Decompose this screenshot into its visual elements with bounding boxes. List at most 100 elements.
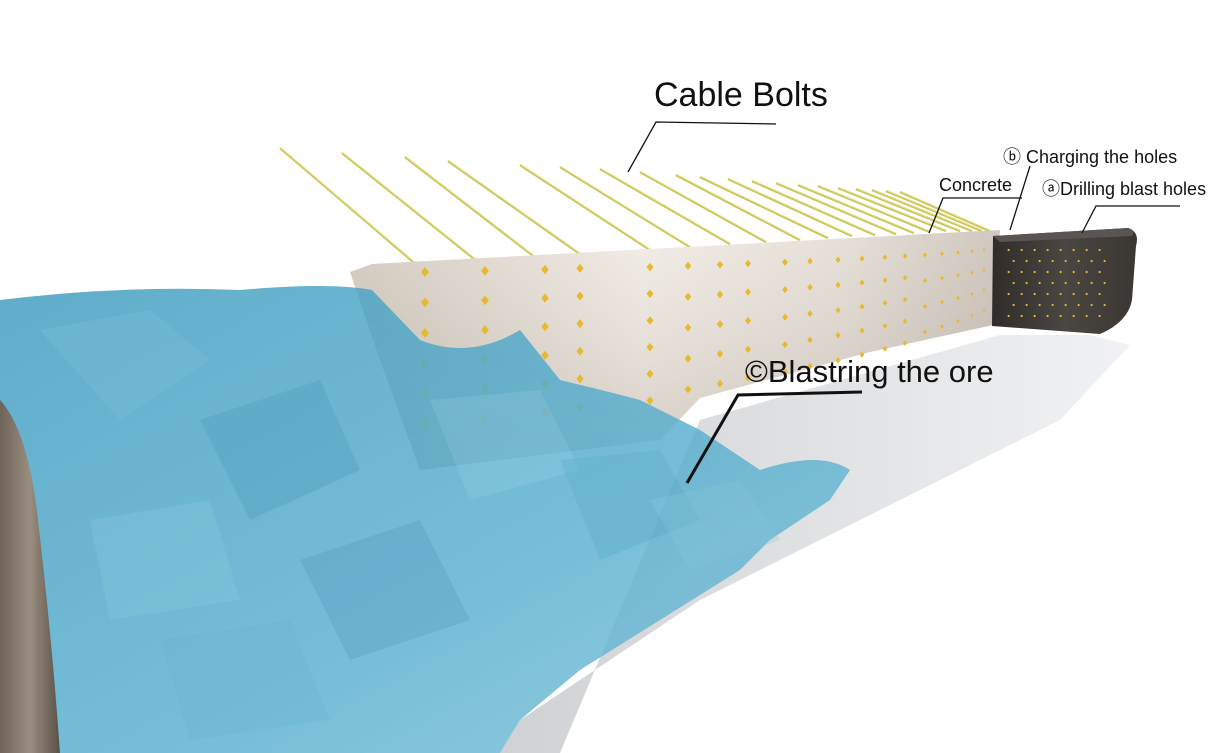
cable-bolt-highlight: [855, 187, 961, 231]
rock-hole-marker: [1090, 303, 1093, 307]
cable-bolt: [404, 156, 537, 259]
rock-hole-marker: [1046, 270, 1049, 274]
blast-hole-marker: [646, 396, 654, 405]
rock-hole-marker: [1012, 259, 1015, 263]
charging-holes-label: ⓑ Charging the holes: [1003, 147, 1178, 167]
rock-hole-marker: [1025, 281, 1028, 285]
rock-hole-marker: [1085, 248, 1088, 252]
blast-hole-marker: [982, 268, 986, 272]
blast-hole-marker: [541, 264, 549, 275]
cable-bolt: [447, 160, 581, 255]
rock-hole-marker: [1020, 248, 1023, 252]
rock-hole-marker: [1038, 281, 1041, 285]
blast-hole-marker: [835, 332, 841, 339]
tunnel-floor: [500, 335, 1130, 753]
blast-hole-marker: [882, 300, 888, 306]
cable-bolt-highlight: [447, 159, 581, 254]
blast-hole-marker: [807, 336, 813, 344]
cable-bolt-highlight: [279, 146, 419, 266]
rock-hole-marker: [1051, 259, 1054, 263]
rock-hole-marker: [1059, 292, 1062, 296]
blast-hole-marker: [716, 379, 724, 388]
blast-hole-marker: [940, 275, 944, 281]
blast-hole-marker: [859, 351, 865, 358]
blast-hole-marker: [744, 345, 752, 353]
blasted-ore: [0, 286, 850, 753]
rock-hole-marker: [1103, 281, 1106, 285]
rock-hole-marker: [1038, 259, 1041, 263]
cable-bolt-highlight: [885, 189, 983, 231]
rock-face: [992, 228, 1137, 334]
cable-bolt: [279, 147, 419, 267]
blast-hole-marker: [835, 256, 841, 263]
blast-hole-marker: [902, 296, 908, 303]
blast-hole-marker: [782, 286, 788, 294]
blast-hole-marker: [902, 253, 908, 259]
blast-hole-marker: [882, 323, 888, 329]
rock-hole-marker: [1020, 270, 1023, 274]
rock-hole-marker: [1103, 303, 1106, 307]
blast-hole-marker: [684, 323, 692, 332]
blast-hole-marker: [782, 368, 788, 376]
blast-hole-marker: [940, 299, 944, 305]
cable-bolt: [885, 189, 983, 233]
blast-hole-marker: [481, 265, 489, 276]
rock-hole-marker: [1077, 303, 1080, 307]
cable-bolts: [279, 146, 991, 267]
blast-hole-marker: [716, 349, 724, 358]
cable-bolt: [855, 187, 961, 233]
cable-bolt: [871, 188, 973, 233]
cable-bolt-highlight: [519, 163, 651, 250]
rock-hole-marker: [1007, 314, 1010, 318]
rock-hole-marker: [1025, 259, 1028, 263]
rock-hole-marker: [1033, 248, 1036, 252]
cable-bolt: [519, 163, 651, 252]
blast-hole-marker: [782, 258, 788, 266]
rock-hole-marker: [1007, 292, 1010, 296]
blast-hole-marker: [576, 346, 584, 356]
rock-hole-marker: [1072, 292, 1075, 296]
blast-hole-marker: [646, 342, 654, 352]
blast-hole-marker: [684, 292, 692, 301]
rock-hole-marker: [1038, 303, 1041, 307]
blast-hole-marker: [940, 251, 944, 256]
blast-hole-marker: [835, 306, 841, 314]
rock-hole-marker: [1046, 248, 1049, 252]
rock-hole-marker: [1072, 270, 1075, 274]
rock-hole-marker: [1033, 314, 1036, 318]
cable-bolt-highlight: [871, 188, 973, 231]
cable-bolt: [899, 190, 991, 233]
rock-hole-marker: [1046, 314, 1049, 318]
blast-hole-marker: [859, 327, 865, 334]
cable-bolt: [727, 177, 853, 238]
blast-hole-marker: [646, 369, 654, 379]
cable-bolt-highlight: [797, 183, 915, 233]
blast-hole-marker: [902, 275, 908, 281]
blast-hole-marker: [716, 320, 724, 329]
rock-hole-marker: [1085, 270, 1088, 274]
blast-hole-marker: [835, 357, 841, 364]
rock-hole-marker: [1098, 292, 1101, 296]
blast-hole-marker: [684, 354, 692, 363]
blast-hole-marker: [481, 325, 489, 335]
blast-hole-marker: [744, 374, 752, 382]
blast-hole-marker: [716, 290, 724, 299]
cable-bolt-highlight: [341, 151, 479, 262]
concrete-leader: [928, 197, 1022, 234]
rock-hole-marker: [1077, 281, 1080, 285]
blast-hole-marker: [541, 293, 549, 303]
blast-hole-marker: [970, 313, 974, 318]
cable-bolt: [797, 183, 915, 235]
rock-hole-marker: [1098, 270, 1101, 274]
blast-hole-marker: [576, 374, 584, 384]
rock-hole-marker: [1051, 281, 1054, 285]
blast-hole-marker: [882, 277, 888, 284]
blast-hole-marker: [576, 319, 584, 329]
cable-bolt-highlight: [404, 155, 537, 258]
blast-hole-marker: [684, 261, 692, 270]
tunnel-edge: [0, 400, 60, 753]
cable-bolt: [639, 170, 767, 244]
blast-hole-marker: [541, 322, 549, 332]
rock-hole-marker: [1051, 303, 1054, 307]
rock-hole-marker: [1085, 292, 1088, 296]
